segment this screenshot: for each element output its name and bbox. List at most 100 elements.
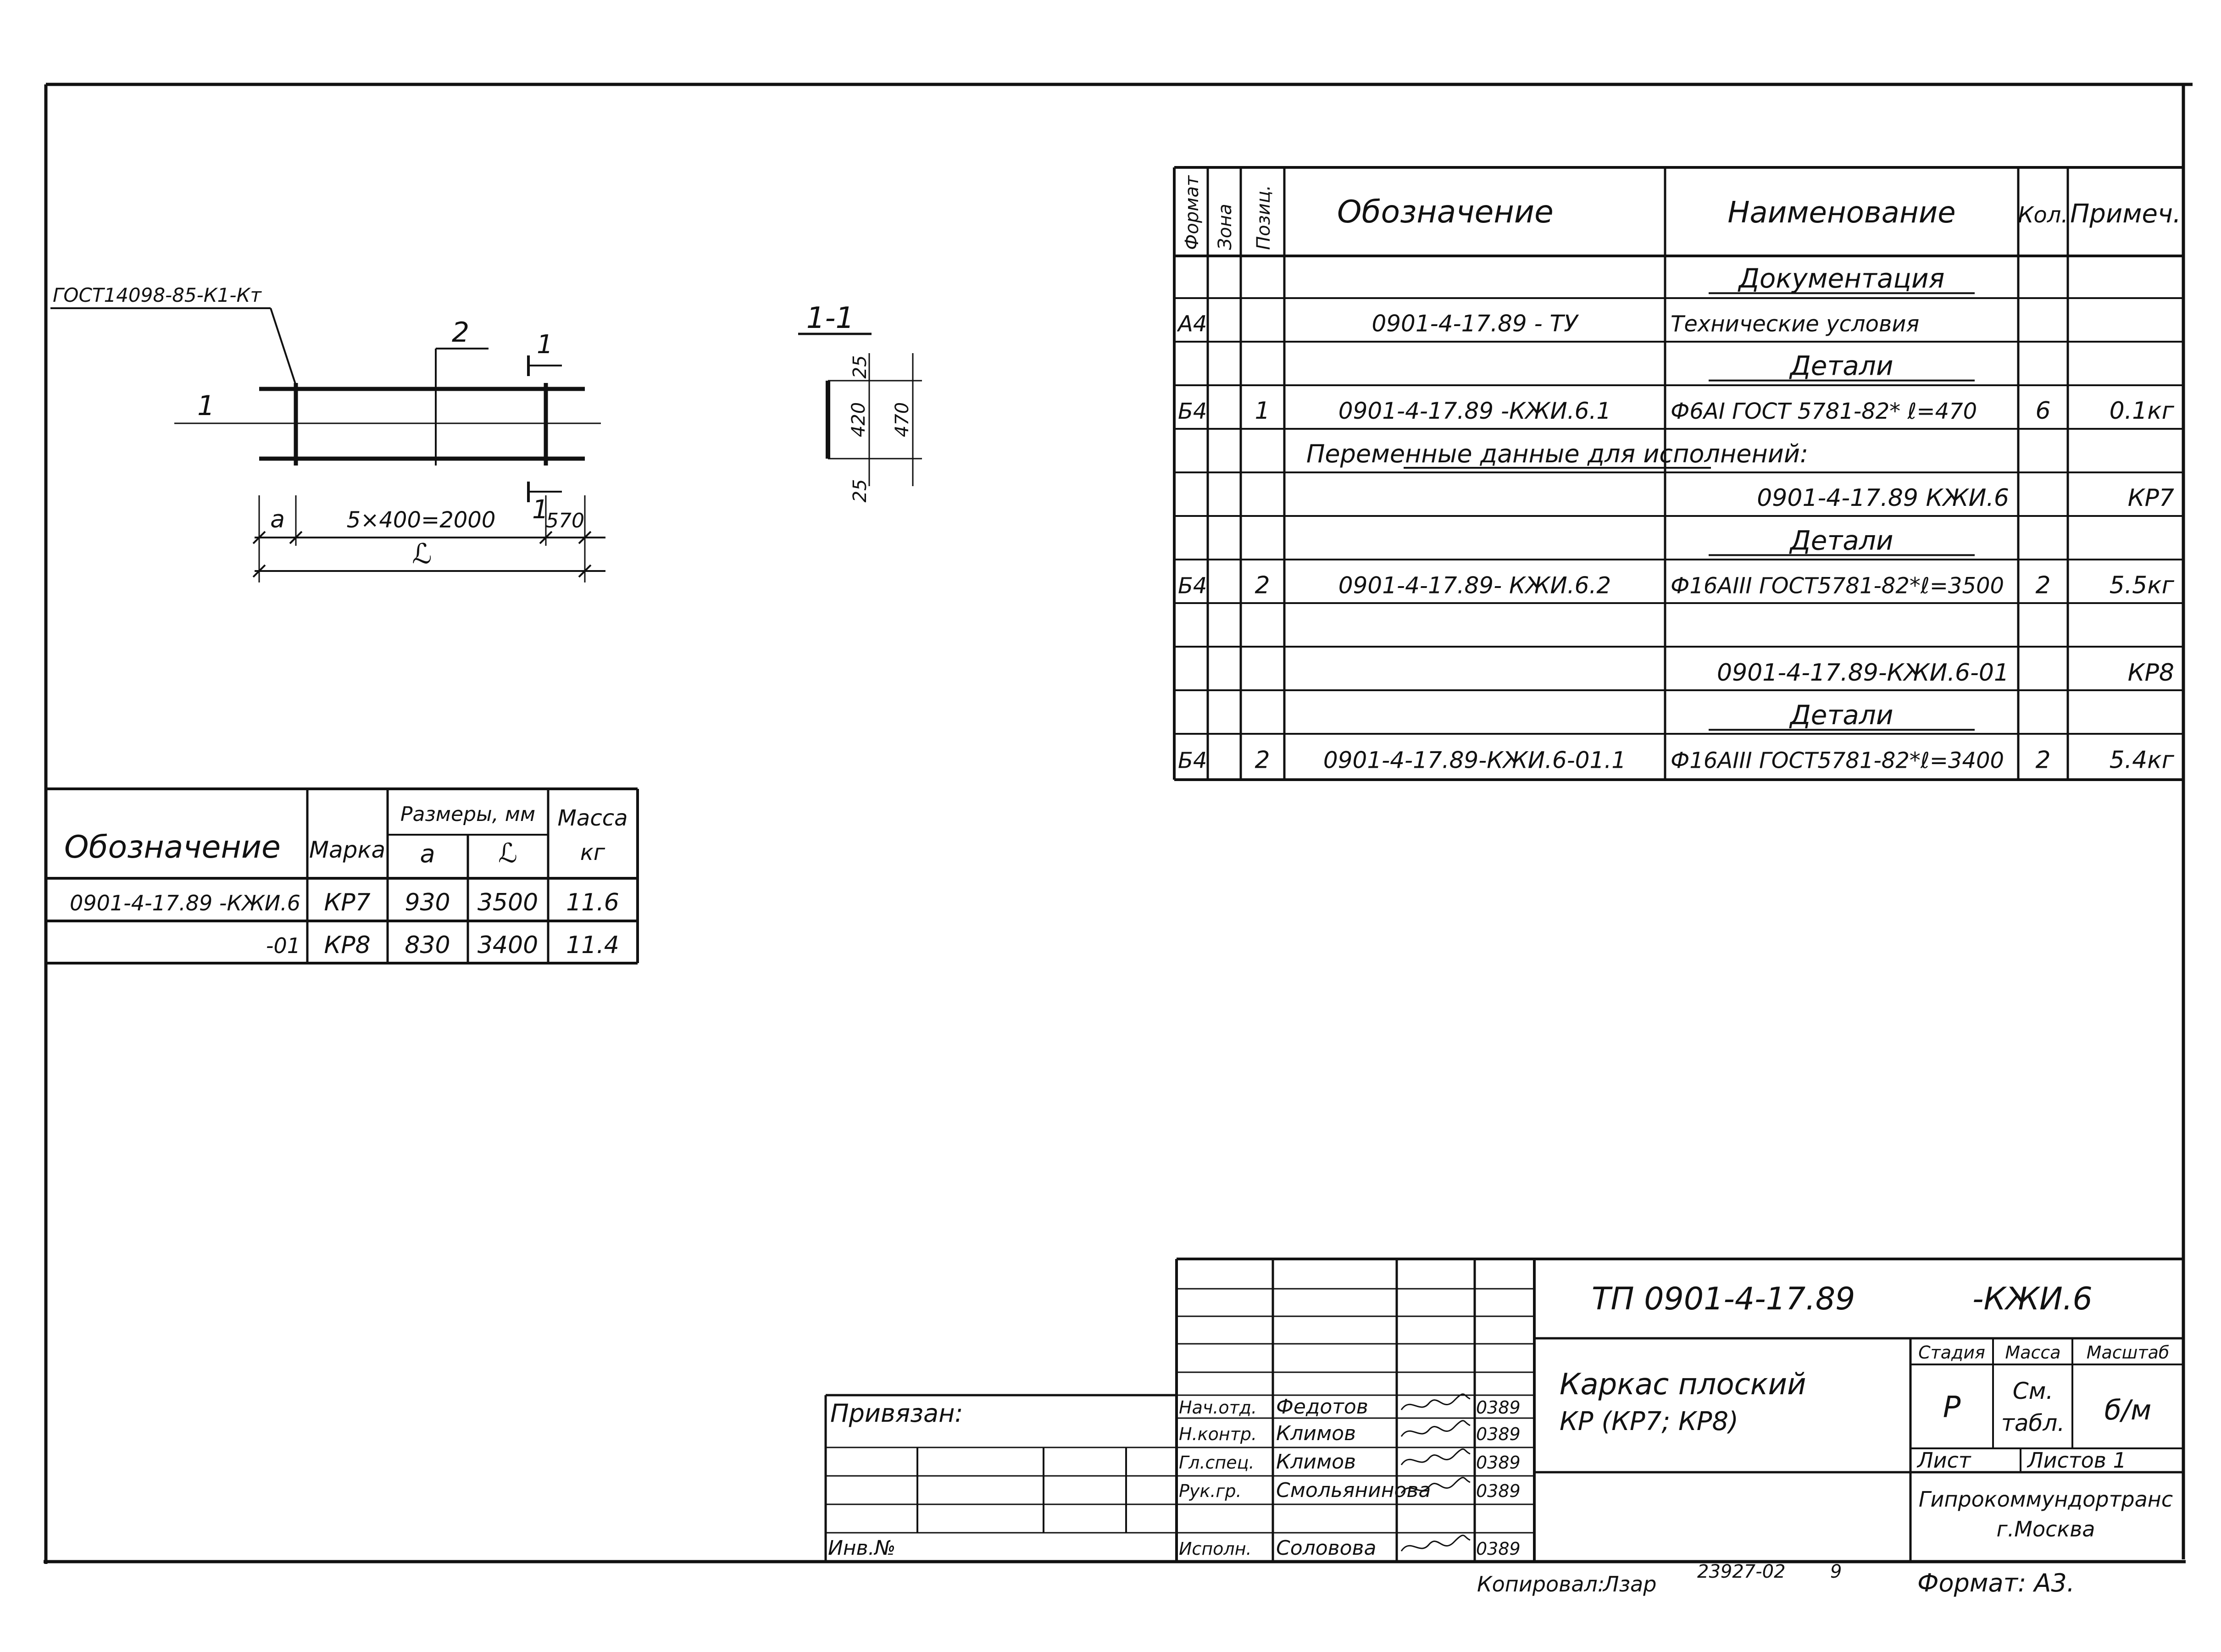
params-L-cell: 3400: [478, 931, 538, 959]
cut-mark-top: 1: [537, 330, 553, 360]
section-dim-bottom: 25: [850, 479, 871, 503]
position-label-1: 1: [197, 390, 215, 422]
params-designation-cell: 0901-4-17.89 -КЖИ.6: [70, 891, 300, 915]
signature-mark: [1400, 1393, 1471, 1410]
mass-value-line2: табл.: [2001, 1410, 2065, 1436]
product-name-line1: Каркас плоский: [1560, 1368, 1806, 1402]
copied-label: Копировал:: [1477, 1572, 1605, 1597]
params-designation-cell: -01: [266, 933, 300, 958]
signer-name: Соловова: [1276, 1536, 1376, 1560]
params-header-mark: Марка: [309, 837, 385, 863]
frame-elevation: ГОСТ14098-85-К1-Кт 1 2 1 1 a 5×400=2000 …: [50, 284, 605, 582]
spec-section-title: Документация: [1738, 263, 1945, 294]
signature-mark: [1400, 1448, 1471, 1465]
spec-note-cell: 0.1кг: [2110, 397, 2175, 425]
spec-name-cell: Ф16АIII ГОСТ5781-82*ℓ=3400: [1671, 748, 2004, 773]
spec-designation-cell: 0901-4-17.89 -КЖИ.6.1: [1338, 398, 1611, 424]
spec-name-cell: 0901-4-17.89-КЖИ.6-01: [1717, 659, 2009, 687]
org-name: Гипрокоммундортранс: [1919, 1487, 2173, 1512]
spec-note-cell: 5.4кг: [2110, 746, 2175, 774]
spec-header-designation: Обозначение: [1337, 194, 1554, 230]
params-table: Обозначение Марка Размеры, мм a ℒ Масса …: [46, 787, 639, 965]
spec-designation-cell: 0901-4-17.89-КЖИ.6-01.1: [1323, 747, 1626, 773]
spec-note-cell: КР8: [2128, 659, 2174, 687]
params-header-mass: Масса: [557, 805, 627, 831]
spec-section-title: Детали: [1788, 525, 1893, 556]
spec-format-cell: Б4: [1178, 748, 1207, 773]
stage-label: Стадия: [1918, 1342, 1985, 1363]
spec-position-cell: 2: [1255, 746, 1270, 774]
doc-suffix: -КЖИ.6: [1972, 1281, 2093, 1317]
signature-mark: [1400, 1535, 1471, 1552]
copied-by: Лзар: [1602, 1572, 1656, 1597]
spec-name-cell: Ф6АI ГОСТ 5781-82* ℓ=470: [1671, 399, 1977, 424]
params-mark-cell: КР8: [324, 931, 370, 959]
org-city: г.Москва: [1997, 1517, 2095, 1541]
scale-label: Масштаб: [2087, 1342, 2170, 1363]
sheet-label: Лист: [1916, 1448, 1971, 1473]
sheet-frame: [44, 83, 2193, 1564]
spec-name-cell: Технические условия: [1671, 311, 1919, 337]
title-block: Привязан: Инв.№ ТП 0901-4-17.89 -КЖИ.6 К…: [824, 1258, 2183, 1597]
spec-position-cell: 2: [1255, 572, 1270, 599]
spec-qty-cell: 6: [2035, 397, 2050, 425]
signer-date: 0389: [1476, 1452, 1521, 1473]
signer-date: 0389: [1476, 1539, 1521, 1559]
spec-note-cell: КР7: [2128, 484, 2174, 512]
section-1-1: 1-1 25 420 470 25: [798, 301, 922, 502]
signature-mark: [1400, 1420, 1471, 1437]
signer-name: Федотов: [1276, 1395, 1368, 1419]
spec-designation-cell: 0901-4-17.89- КЖИ.6.2: [1338, 572, 1611, 599]
spec-format-cell: Б4: [1178, 399, 1207, 424]
spec-header-note: Примеч.: [2070, 199, 2181, 229]
spec-table: Формат Зона Позиц. Обозначение Наименова…: [1173, 166, 2183, 781]
signer-name: Климов: [1276, 1422, 1356, 1445]
dim-a: a: [270, 506, 285, 533]
signature-mark: [1400, 1477, 1471, 1494]
spec-header-zone: Зона: [1215, 204, 1236, 250]
spec-qty-cell: 2: [2035, 746, 2050, 774]
signer-date: 0389: [1476, 1481, 1521, 1501]
params-a-cell: 930: [405, 889, 450, 916]
signer-role: Рук.гр.: [1179, 1481, 1242, 1501]
inv-label: Инв.№: [828, 1536, 895, 1560]
params-header-a: a: [420, 839, 435, 868]
scale-value: б/м: [2104, 1394, 2151, 1426]
spec-note-cell: 5.5кг: [2110, 572, 2175, 599]
copy-sheet: 9: [1830, 1561, 1842, 1582]
spec-qty-cell: 2: [2035, 572, 2050, 599]
spec-header-format: Формат: [1182, 175, 1203, 250]
spec-name-cell: Ф16АIII ГОСТ5781-82*ℓ=3500: [1671, 573, 2004, 599]
signer-name: Смольянинова: [1276, 1479, 1431, 1502]
signer-role: Н.контр.: [1179, 1424, 1257, 1444]
spec-variable-data-title: Переменные данные для исполнений:: [1306, 439, 1808, 468]
weld-note: ГОСТ14098-85-К1-Кт: [53, 284, 262, 306]
spec-format-cell: Б4: [1178, 573, 1207, 599]
signer-role: Гл.спец.: [1179, 1452, 1255, 1473]
params-mass-cell: 11.4: [566, 931, 619, 959]
spec-format-cell: А4: [1177, 311, 1207, 337]
spec-header-name: Наименование: [1727, 196, 1955, 230]
spec-section-title: Детали: [1788, 699, 1893, 731]
dim-span: 5×400=2000: [347, 507, 496, 533]
section-dim-outer: 470: [892, 402, 913, 437]
params-mass-cell: 11.6: [566, 889, 619, 916]
params-L-cell: 3500: [478, 889, 538, 916]
section-dim-top: 25: [850, 355, 871, 379]
product-name-line2: КР (КР7; КР8): [1560, 1407, 1738, 1436]
dim-end: 570: [546, 509, 584, 532]
spec-name-cell: 0901-4-17.89 КЖИ.6: [1757, 484, 2009, 512]
signer-name: Климов: [1276, 1450, 1356, 1474]
params-header-sizes: Размеры, мм: [400, 803, 535, 826]
params-header-designation: Обозначение: [64, 829, 281, 865]
params-header-mass-unit: кг: [580, 840, 605, 865]
signer-date: 0389: [1476, 1424, 1521, 1444]
signer-date: 0389: [1476, 1397, 1521, 1418]
mass-label: Масса: [2005, 1342, 2060, 1363]
section-title: 1-1: [806, 301, 855, 335]
doc-code: ТП 0901-4-17.89: [1592, 1281, 1855, 1317]
signer-role: Исполн.: [1179, 1539, 1252, 1559]
section-dim-inner: 420: [848, 402, 869, 437]
